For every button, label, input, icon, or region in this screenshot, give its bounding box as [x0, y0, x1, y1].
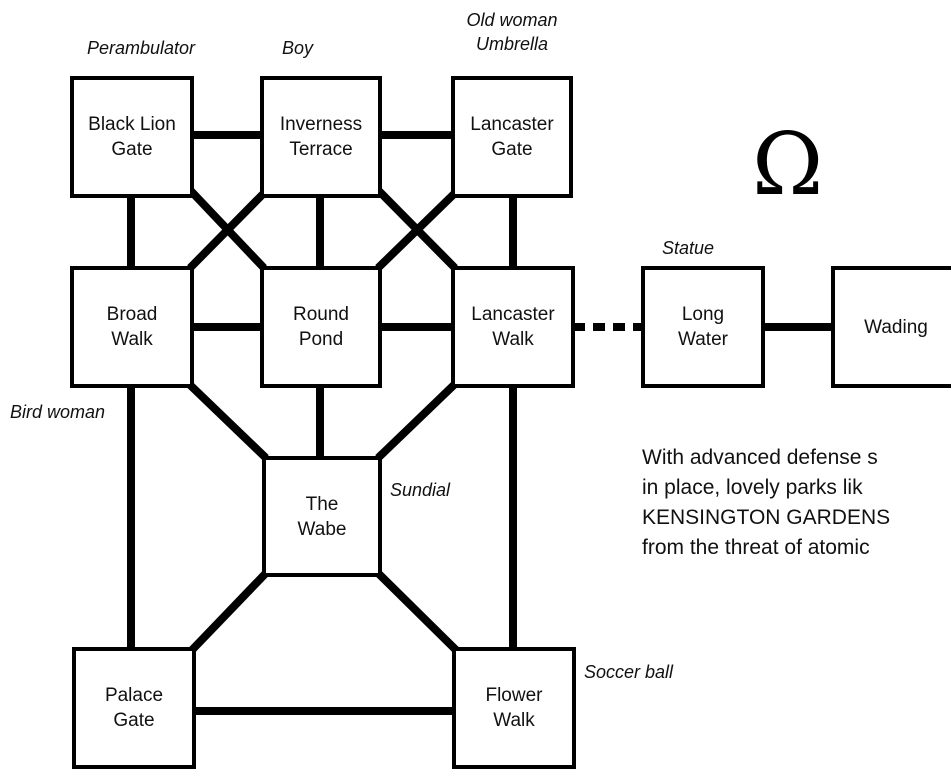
room-inverness-terrace: Inverness Terrace: [260, 76, 382, 198]
caption-line-1: With advanced defense s: [642, 446, 878, 469]
caption-line-2: in place, lovely parks lik: [642, 476, 863, 499]
path-wabe-flowerwalk: [375, 570, 459, 653]
path-wabe-palacegate: [189, 570, 269, 653]
caption-text: With advanced defense s in place, lovely…: [642, 443, 951, 563]
room-round-pond: Round Pond: [260, 266, 382, 388]
room-lancaster-gate: Lancaster Gate: [451, 76, 573, 198]
object-soccer-ball: Soccer ball: [584, 662, 674, 682]
room-wading: Wading: [831, 266, 951, 388]
object-perambulator: Perambulator: [87, 38, 196, 58]
object-old-woman-umbrella: Old woman Umbrella: [466, 10, 558, 54]
path-lancastergate-roundpond: [375, 190, 458, 271]
object-boy: Boy: [282, 38, 314, 58]
caption-line-4: from the threat of atomic: [642, 536, 870, 559]
room-palace-gate: Palace Gate: [72, 647, 196, 769]
room-the-wabe: The Wabe: [262, 456, 382, 577]
room-broad-walk: Broad Walk: [70, 266, 194, 388]
omega-symbol: Ω: [752, 115, 824, 215]
object-sundial: Sundial: [390, 480, 451, 500]
object-statue: Statue: [662, 238, 715, 258]
caption-line-3: KENSINGTON GARDENS: [642, 506, 891, 529]
path-lancasterwalk-wabe: [375, 380, 459, 461]
room-black-lion-gate: Black Lion Gate: [70, 76, 194, 198]
object-bird-woman: Bird woman: [10, 402, 106, 422]
path-broadwalk-wabe: [185, 380, 269, 461]
path-inverness-broadwalk: [187, 190, 267, 271]
room-flower-walk: Flower Walk: [452, 647, 576, 769]
room-lancaster-walk: Lancaster Walk: [451, 266, 575, 388]
room-long-water: Long Water: [641, 266, 765, 388]
